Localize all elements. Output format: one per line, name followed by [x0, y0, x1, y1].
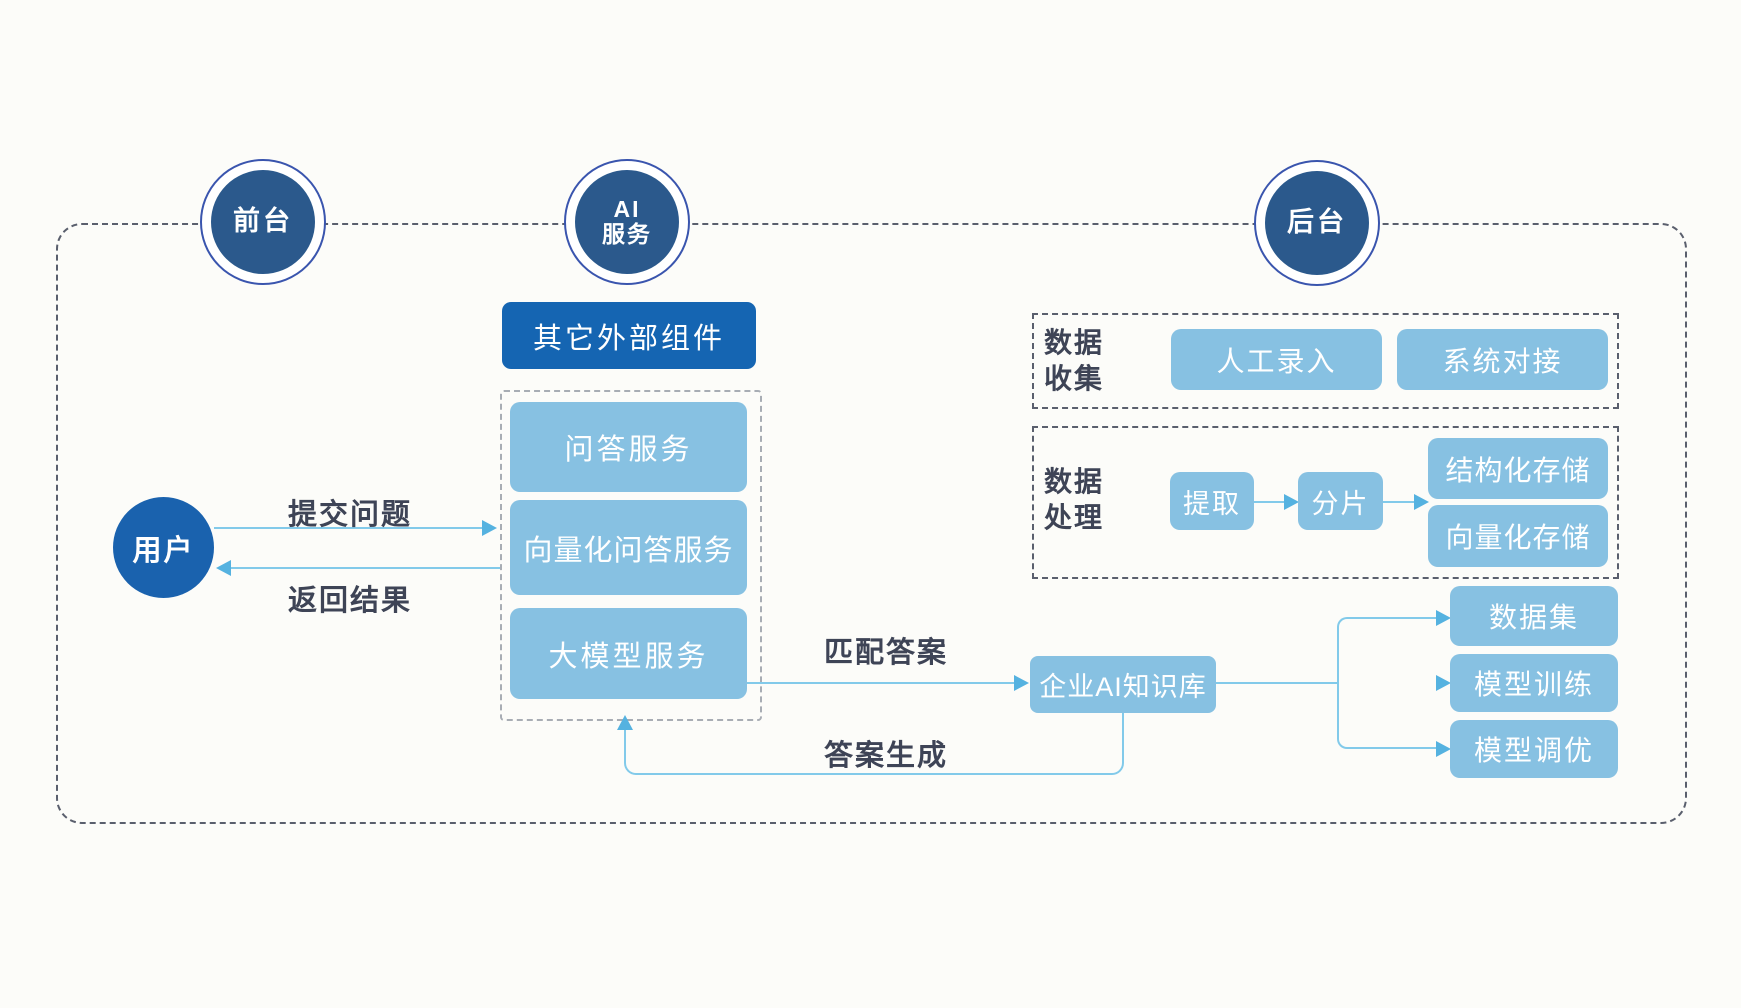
- system-boundary: [56, 223, 1687, 824]
- ai-stage-label-line1: AI: [613, 196, 641, 223]
- ai-stage-circle: AI 服务: [575, 170, 679, 274]
- extract-to-shard-line: [1253, 501, 1286, 503]
- branch-lower-line: [1337, 682, 1437, 749]
- model-tuning-box: 模型调优: [1450, 720, 1618, 778]
- data-collection-group: [1032, 313, 1619, 409]
- match-answer-line: [746, 682, 1014, 684]
- model-training-arrowhead-icon: [1436, 675, 1451, 691]
- model-tuning-arrowhead-icon: [1436, 741, 1451, 757]
- knowledge-base-label: 企业AI知识库: [1039, 672, 1207, 702]
- shard-box: 分片: [1298, 472, 1383, 530]
- front-stage-badge: 前台: [200, 159, 326, 285]
- shard-to-storage-arrowhead-icon: [1414, 494, 1429, 510]
- submit-question-line: [214, 527, 482, 529]
- front-stage-circle: 前台: [211, 170, 315, 274]
- external-components-box: 其它外部组件: [502, 302, 756, 369]
- submit-question-arrowhead-icon: [482, 520, 497, 536]
- data-processing-label-line1: 数据: [1044, 466, 1105, 497]
- data-collection-label: 数据 收集: [1044, 325, 1104, 396]
- llm-service-label: 大模型服务: [548, 640, 709, 673]
- answer-generation-stub-line: [1122, 712, 1124, 721]
- data-processing-label: 数据 处理: [1044, 464, 1104, 535]
- match-answer-label: 匹配答案: [823, 637, 948, 669]
- answer-generation-label: 答案生成: [823, 740, 948, 772]
- dataset-label: 数据集: [1488, 602, 1579, 633]
- return-result-label: 返回结果: [287, 585, 412, 617]
- system-integration-box: 系统对接: [1397, 329, 1608, 390]
- extract-box: 提取: [1170, 472, 1254, 530]
- data-processing-group: [1032, 426, 1619, 579]
- qa-service-label: 问答服务: [564, 434, 693, 466]
- llm-service-box: 大模型服务: [510, 608, 747, 699]
- data-processing-label-line2: 处理: [1044, 501, 1105, 533]
- vector-qa-service-box: 向量化问答服务: [510, 500, 747, 595]
- user-circle: 用户: [113, 497, 214, 598]
- submit-question-label: 提交问题: [287, 499, 412, 531]
- front-stage-label: 前台: [233, 206, 293, 237]
- model-tuning-label: 模型调优: [1473, 735, 1594, 766]
- knowledge-to-branch-line: [1216, 682, 1337, 684]
- user-label: 用户: [132, 534, 195, 567]
- return-result-arrowhead-icon: [216, 560, 231, 576]
- shard-to-storage-line: [1383, 501, 1416, 503]
- back-stage-label: 后台: [1287, 207, 1347, 238]
- knowledge-base-box: 企业AI知识库: [1030, 656, 1216, 713]
- vector-qa-service-label: 向量化问答服务: [523, 534, 734, 567]
- extract-label: 提取: [1183, 488, 1241, 519]
- dataset-arrowhead-icon: [1436, 610, 1451, 626]
- return-result-line: [231, 567, 500, 569]
- model-training-box: 模型训练: [1450, 654, 1618, 712]
- structured-storage-label: 结构化存储: [1445, 454, 1591, 486]
- data-collection-label-line1: 数据: [1044, 327, 1105, 358]
- answer-generation-arrowhead-icon: [617, 715, 633, 730]
- branch-upper-line: [1337, 617, 1437, 683]
- back-stage-badge: 后台: [1254, 160, 1380, 286]
- external-components-label: 其它外部组件: [532, 322, 725, 355]
- model-training-label: 模型训练: [1473, 669, 1594, 700]
- vector-storage-label: 向量化存储: [1445, 522, 1591, 553]
- ai-stage-badge: AI 服务: [564, 159, 690, 285]
- manual-entry-box: 人工录入: [1171, 329, 1382, 390]
- data-collection-label-line2: 收集: [1044, 362, 1105, 394]
- qa-service-box: 问答服务: [510, 402, 747, 492]
- manual-entry-label: 人工录入: [1216, 345, 1337, 377]
- system-integration-label: 系统对接: [1442, 345, 1563, 377]
- answer-generation-loop-line: [624, 719, 1124, 775]
- shard-label: 分片: [1311, 488, 1370, 519]
- match-answer-arrowhead-icon: [1014, 675, 1029, 691]
- back-stage-circle: 后台: [1265, 171, 1369, 275]
- structured-storage-box: 结构化存储: [1428, 438, 1608, 499]
- extract-to-shard-arrowhead-icon: [1284, 494, 1299, 510]
- dataset-box: 数据集: [1450, 586, 1618, 646]
- ai-stage-label-line2: 服务: [602, 221, 652, 247]
- vector-storage-box: 向量化存储: [1428, 505, 1608, 567]
